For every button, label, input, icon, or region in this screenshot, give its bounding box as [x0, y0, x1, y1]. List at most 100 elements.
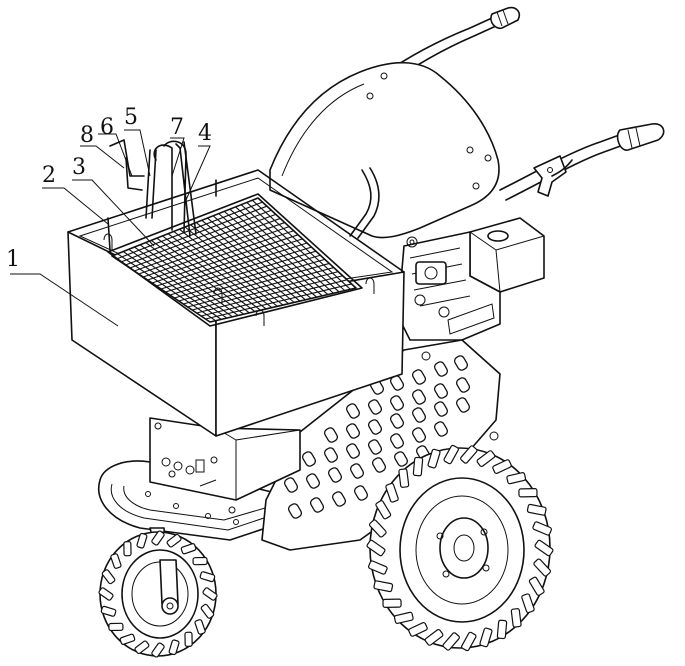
- label-6: 6: [100, 115, 114, 140]
- tread-lug: [526, 503, 547, 516]
- label-2: 2: [42, 163, 56, 188]
- mesh-line: [120, 205, 268, 263]
- tread-lug: [393, 611, 414, 624]
- label-1: 1: [6, 247, 20, 272]
- mesh-line: [192, 271, 339, 311]
- front-caster-wheel: [98, 527, 218, 658]
- label-7: 7: [170, 115, 184, 140]
- tread-lug: [202, 587, 218, 601]
- mesh-line: [169, 250, 317, 296]
- tread-lug: [192, 556, 208, 566]
- tread-lug: [373, 580, 394, 593]
- mesh-line: [196, 275, 343, 314]
- tread-lug: [110, 553, 122, 569]
- tread-lug: [108, 622, 124, 632]
- mesh-line: [151, 234, 299, 284]
- tread-lug: [101, 569, 116, 585]
- label-4: 4: [198, 121, 212, 146]
- leader-lines: [10, 129, 211, 327]
- tread-lug: [134, 640, 150, 655]
- mesh-line: [143, 226, 290, 278]
- tread-lug: [461, 631, 477, 652]
- tread-lug: [496, 619, 508, 640]
- tread-lug: [510, 608, 522, 628]
- plate-holes: [283, 355, 471, 519]
- tread-lug: [366, 539, 386, 557]
- clutch-lever: [533, 155, 567, 197]
- tread-lug: [168, 639, 180, 656]
- tread-lug: [492, 459, 512, 474]
- tread-lug: [123, 541, 132, 557]
- tread-lug: [506, 472, 527, 485]
- mesh-line: [187, 267, 334, 308]
- mesh-line: [129, 213, 277, 269]
- tread-lug: [382, 598, 402, 608]
- mesh-line: [174, 254, 321, 299]
- tread-lug: [408, 622, 428, 637]
- label-8: 8: [80, 123, 94, 148]
- tread-lug: [136, 532, 148, 549]
- mesh-line: [156, 238, 303, 287]
- mesh-line: [160, 242, 308, 290]
- tread-lug: [166, 533, 182, 548]
- tread-lug: [119, 633, 136, 645]
- protective-cover: [269, 61, 500, 239]
- mesh-line: [183, 262, 330, 305]
- tread-lug: [427, 448, 441, 469]
- tread-lug: [368, 519, 387, 538]
- leader-6: [98, 133, 133, 177]
- tread-lug: [151, 642, 165, 658]
- leader-8: [80, 145, 125, 169]
- tread-lug: [412, 456, 424, 477]
- tread-lug: [424, 628, 444, 646]
- mesh-line: [205, 283, 352, 320]
- base-frame: [98, 460, 297, 541]
- tread-lug: [194, 619, 206, 635]
- front-wheel-tread: [98, 530, 218, 658]
- mesh-line: [178, 258, 325, 302]
- tread-lug: [98, 587, 114, 601]
- tread-lug: [443, 444, 459, 465]
- tread-lug: [199, 571, 216, 583]
- tread-lug: [375, 500, 392, 520]
- tread-lug: [534, 539, 554, 557]
- tread-lug: [476, 450, 496, 468]
- tread-lug: [151, 530, 165, 546]
- leader-2: [42, 187, 109, 225]
- mesh-line: [147, 230, 294, 281]
- tread-lug: [385, 482, 399, 503]
- upper-grip: [490, 6, 521, 30]
- leader-3: [72, 179, 155, 247]
- part-labels: 1 2 3 4 5 6 7 8: [6, 105, 212, 272]
- engine: [397, 217, 545, 341]
- label-3: 3: [72, 155, 86, 180]
- lower-grip: [616, 123, 665, 151]
- tread-lug: [460, 445, 478, 464]
- rear-drive-wheel: [366, 444, 554, 652]
- tread-lug: [442, 632, 460, 651]
- tread-lug: [398, 468, 410, 488]
- tread-lug: [100, 605, 117, 617]
- mesh-line: [165, 246, 312, 293]
- leader-1: [10, 273, 119, 327]
- tread-lug: [528, 576, 545, 596]
- tread-lug: [180, 543, 197, 555]
- perforated-side-plate: [261, 339, 501, 551]
- rear-wheel-tread: [366, 444, 554, 652]
- tread-lug: [521, 593, 535, 614]
- mesh-grid-lines: [116, 199, 352, 322]
- hanger-rods: [107, 139, 217, 251]
- tread-lug: [533, 558, 552, 577]
- handlebar-assembly: [377, 6, 665, 201]
- tread-lug: [479, 627, 493, 648]
- mesh-line: [134, 217, 281, 272]
- tread-lug: [184, 631, 193, 647]
- tread-lug: [532, 521, 552, 536]
- tread-lug: [200, 603, 215, 619]
- label-5: 5: [124, 105, 138, 130]
- tread-lug: [518, 488, 538, 498]
- leader-4: [185, 145, 211, 201]
- mesh-line: [200, 279, 348, 317]
